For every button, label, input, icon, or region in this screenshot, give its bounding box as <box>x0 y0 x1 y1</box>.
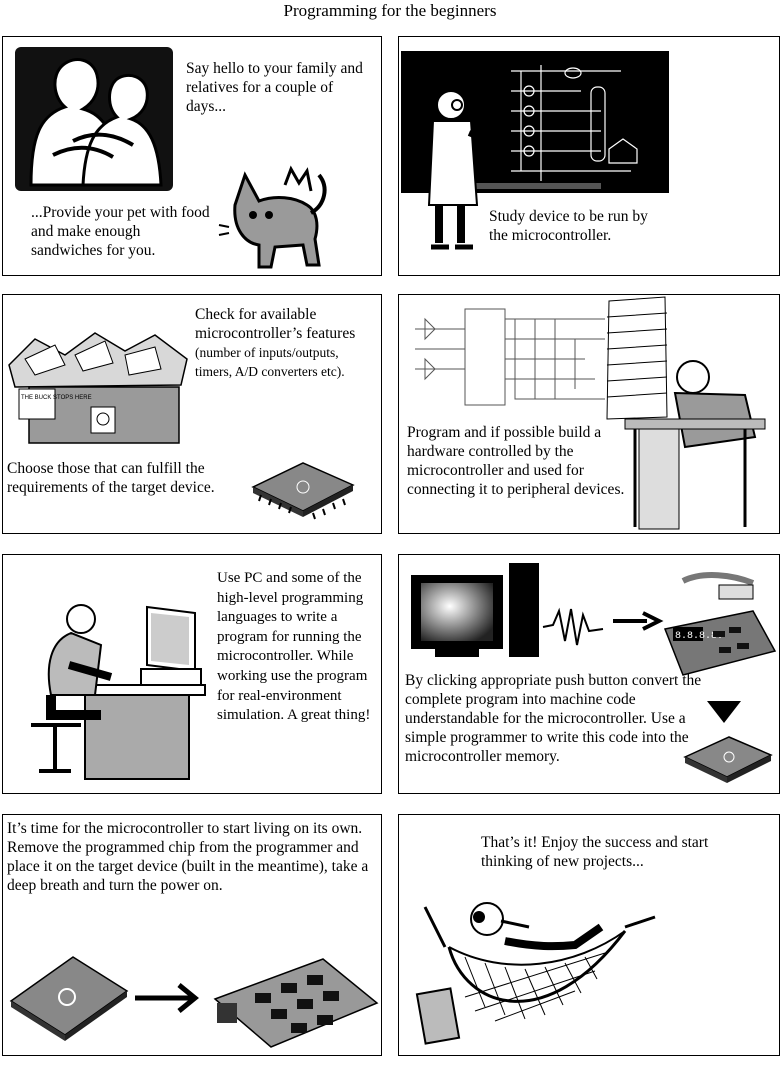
panel-4-text: Program and if possible build a hardware… <box>407 424 625 498</box>
panel-4: Program and if possible build a hardware… <box>398 294 780 534</box>
programmer-board-illustration: 8.8.8.8. <box>663 572 777 676</box>
panel-3: THE BUCK STOPS HERE Check for available … <box>2 294 382 534</box>
hammock-illustration <box>415 902 656 1045</box>
hug-illustration <box>15 47 173 191</box>
panel-6: 8.8.8.8. By clicking appropriate push bu… <box>398 554 780 794</box>
board-display: 8.8.8.8. <box>675 631 723 642</box>
panel-5-text: Use PC and some of the high-level progra… <box>217 570 371 724</box>
panel-5: Use PC and some of the high-level progra… <box>2 554 382 794</box>
panel-3-text-main: Check for available microcontroller’s fe… <box>195 306 356 342</box>
signal-arrow-illustration <box>542 607 664 646</box>
panel-3-text-top: Check for available microcontroller’s fe… <box>195 305 375 381</box>
panel-2-text: Study device to be run by the microcontr… <box>489 208 648 244</box>
panel-1: Say hello to your family and relatives f… <box>2 36 382 276</box>
panel-8-text: That’s it! Enjoy the success and start t… <box>481 834 709 870</box>
computer-illustration <box>411 563 539 657</box>
panel-7: It’s time for the microcontroller to sta… <box>2 814 382 1056</box>
messy-desk-illustration: THE BUCK STOPS HERE <box>8 332 188 444</box>
panel-2: Study device to be run by the microcontr… <box>398 36 780 276</box>
pc-programmer-illustration <box>31 604 206 780</box>
chip-illustration-small <box>683 736 773 783</box>
panel-3-text-bottom: Choose those that can fulfill the requir… <box>7 460 215 496</box>
scientist-illustration <box>426 82 509 250</box>
right-arrow-icon <box>135 983 199 1013</box>
down-arrow-icon <box>707 701 741 723</box>
panel-8: That’s it! Enjoy the success and start t… <box>398 814 780 1056</box>
page-title: Programming for the beginners <box>283 1 497 20</box>
chip-illustration-large <box>9 956 129 1041</box>
panel-6-text: By clicking appropriate push button conv… <box>405 672 702 765</box>
target-board-illustration <box>213 958 379 1048</box>
panel-3-text-detail: (number of inputs/outputs, timers, A/D c… <box>195 345 345 379</box>
chip-illustration <box>251 462 355 520</box>
paperwork-programmer-illustration <box>606 296 766 530</box>
schematic-illustration <box>415 308 605 406</box>
panel-7-text: It’s time for the microcontroller to sta… <box>7 820 369 894</box>
panel-1-text-bottom: ...Provide your pet with food and make e… <box>31 204 210 259</box>
panel-1-text-top: Say hello to your family and relatives f… <box>186 60 363 115</box>
cat-illustration <box>218 165 327 269</box>
desk-sign: THE BUCK STOPS HERE <box>21 395 92 401</box>
